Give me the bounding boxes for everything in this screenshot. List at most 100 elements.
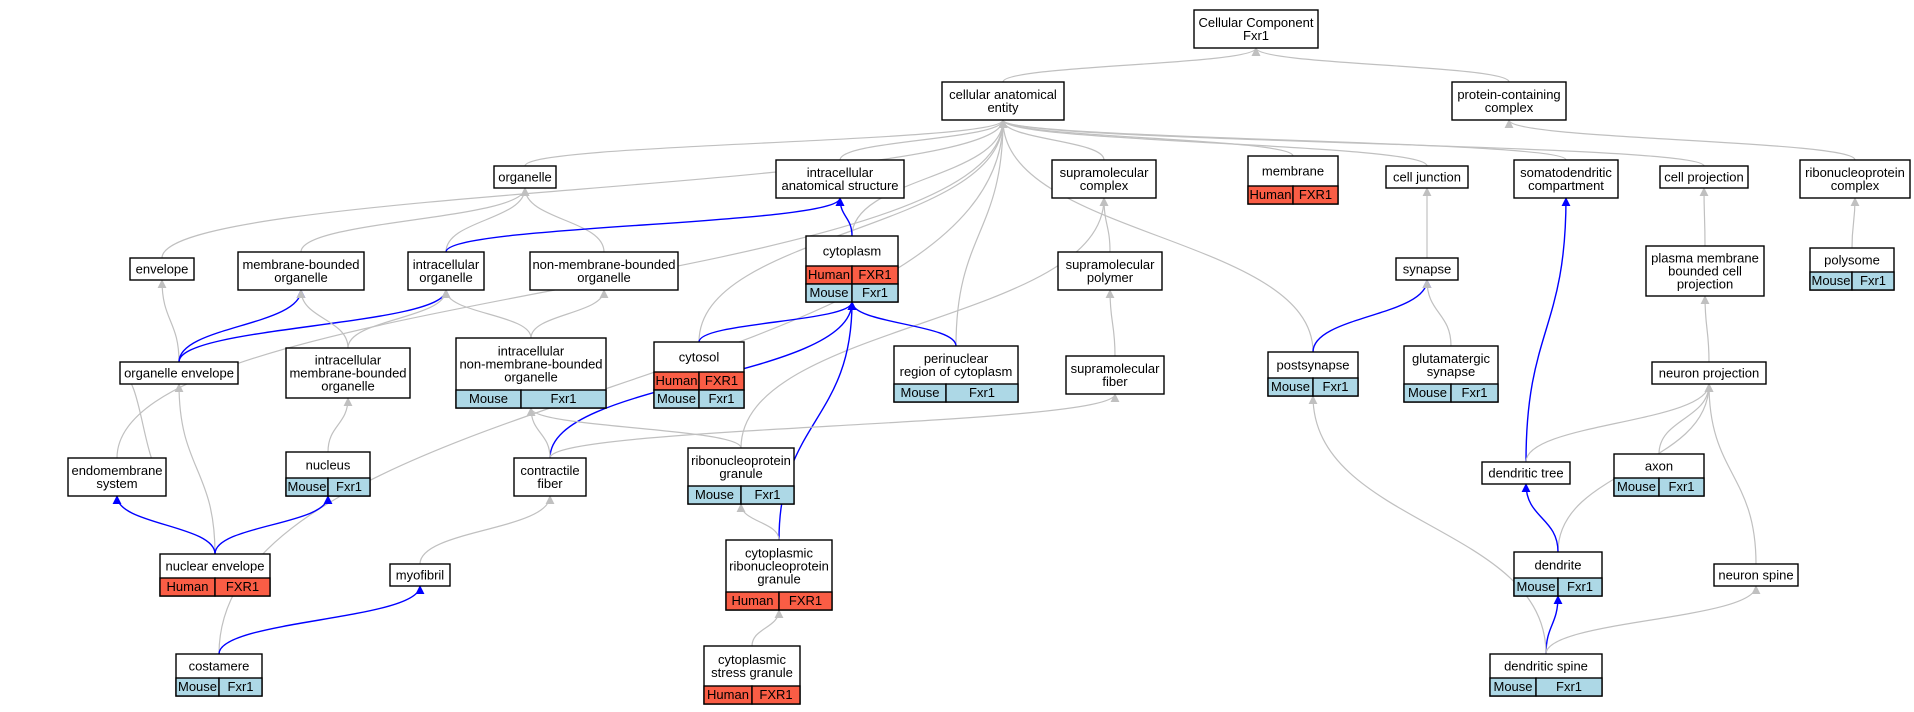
node-label-line: organelle (274, 270, 328, 285)
edge-membrane_bounded_organelle-to-organelle (300, 187, 530, 253)
node-box (1713, 563, 1799, 587)
edge-intracellular_organelle-to-organelle (445, 187, 530, 253)
node-box (1451, 81, 1567, 121)
node-cell_junction[interactable]: cell junction (1385, 165, 1469, 189)
node-label-line: contractile (520, 463, 579, 478)
organism-label: Mouse (1408, 385, 1447, 400)
node-dendritic_tree[interactable]: dendritic tree (1481, 461, 1571, 485)
node-label-line: ribonucleoprotein (729, 559, 829, 574)
gene-cell (945, 383, 1019, 403)
gene-label: Fxr1 (862, 285, 888, 300)
node-label-line: ribonucleoprotein (691, 453, 791, 468)
edge-postsynapse-to-cellular_anatomical_entity (998, 119, 1314, 353)
gene-cell (698, 389, 745, 409)
node-label-line: dendritic spine (1504, 659, 1588, 674)
organism-label: Mouse (1617, 479, 1656, 494)
node-label-line: polymer (1087, 270, 1134, 285)
organism-label: Mouse (1271, 379, 1310, 394)
edges-layer (112, 47, 1860, 655)
node-label-line: organelle envelope (124, 366, 234, 381)
gene-label: Fxr1 (1669, 479, 1695, 494)
node-envelope[interactable]: envelope (129, 257, 195, 281)
node-neuron_projection[interactable]: neuron projection (1651, 361, 1767, 385)
edge-perinuclear_region_of_cytoplasm-to-cytoplasm (847, 301, 957, 347)
node-label-line: endomembrane (71, 463, 162, 478)
node-organelle_envelope[interactable]: organelle envelope (119, 361, 239, 385)
node-intracellular_non_membrane_bounded_organelle[interactable]: intracellularnon-membrane-boundedorganel… (455, 337, 607, 409)
node-label-line: perinuclear (924, 351, 989, 366)
organism-label: Mouse (900, 385, 939, 400)
organism-label: Mouse (695, 487, 734, 502)
gene-label: FXR1 (1299, 187, 1332, 202)
node-cell_projection[interactable]: cell projection (1659, 165, 1749, 189)
node-label-line: granule (719, 466, 762, 481)
edge-myofibril-to-contractile_fiber (419, 495, 555, 565)
gene-label: FXR1 (759, 687, 792, 702)
gene-cell (218, 677, 263, 697)
gene-label: Fxr1 (336, 479, 362, 494)
gene-label: Fxr1 (1323, 379, 1349, 394)
edge-cellular_anatomical_entity-to-cc_root (1002, 47, 1261, 83)
gene-cell (751, 685, 801, 705)
edge-envelope-to-cellular_anatomical_entity (161, 119, 1008, 259)
node-synapse[interactable]: synapse (1395, 257, 1459, 281)
node-label-line: organelle (577, 270, 631, 285)
gene-label: FXR1 (226, 579, 259, 594)
node-neuron_spine[interactable]: neuron spine (1713, 563, 1799, 587)
node-label-line: non-membrane-bounded (532, 257, 675, 272)
node-label-line: membrane-bounded (289, 366, 406, 381)
edge-dendritic_spine-to-neuron_spine (1545, 585, 1761, 655)
node-label-line: intracellular (413, 257, 480, 272)
organism-label: Mouse (809, 285, 848, 300)
node-label-line: supramolecular (1066, 257, 1156, 272)
node-label-line: neuron projection (1659, 366, 1759, 381)
node-label-line: axon (1645, 459, 1673, 474)
edge-neuron_projection-to-plasma_membrane_bounded_cell_projection (1700, 295, 1710, 363)
node-label-line: Fxr1 (1243, 28, 1269, 43)
node-label-line: envelope (136, 262, 189, 277)
node-cytoplasmic_ribonucleoprotein_granule[interactable]: cytoplasmicribonucleoproteingranuleHuman… (725, 539, 833, 611)
node-box (285, 347, 411, 399)
node-label-line: polysome (1824, 253, 1880, 268)
node-box (1051, 159, 1157, 199)
node-myofibril[interactable]: myofibril (389, 563, 451, 587)
organism-label: Mouse (469, 391, 508, 406)
node-label-line: membrane-bounded (242, 257, 359, 272)
node-box (941, 81, 1065, 121)
node-organelle[interactable]: organelle (493, 165, 557, 189)
node-box (67, 457, 167, 497)
node-label-line: complex (1485, 100, 1534, 115)
gene-cell (1312, 377, 1359, 397)
